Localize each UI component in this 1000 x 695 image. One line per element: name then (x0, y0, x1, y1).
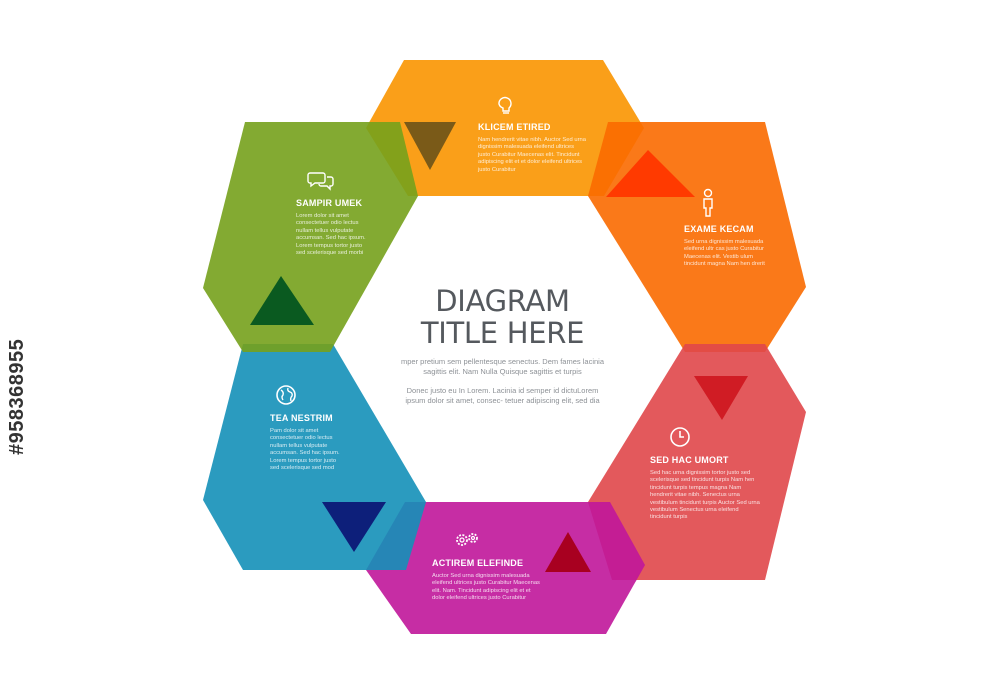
segment-text: Nam hendrerit vitae nibh. Auctor Sed urn… (478, 137, 586, 173)
center-paragraph-2: Donec justo eu In Lorem. Lacinia id semp… (405, 386, 600, 405)
segment-label: SED HAC UMORT (650, 455, 729, 465)
segment-sed-hac-umort: SED HAC UMORT Sed hac urna dignissim tor… (650, 425, 760, 522)
globe-icon (276, 385, 296, 405)
diagram-title-line1: DIAGRAM (435, 284, 570, 318)
segment-exame-kecam: EXAME KECAM Sed urna dignissim malesuada… (684, 188, 766, 269)
direction-arrow-klicem-etired (404, 122, 456, 170)
lightbulb-icon (498, 96, 512, 114)
chat-bubbles-icon (307, 172, 334, 191)
segment-text: Sed urna dignissim malesuada eleifend ul… (684, 239, 765, 268)
hexagon-segment-klicem-etired (366, 60, 644, 196)
hexagon-segment-sed-hac-umort (588, 344, 806, 580)
direction-arrow-sed-hac-umort (694, 376, 748, 420)
person-icon (703, 188, 713, 217)
direction-arrow-exame-kecam (606, 150, 695, 197)
segment-label: KLICEM ETIRED (478, 122, 551, 132)
segment-label: EXAME KECAM (684, 224, 754, 234)
segment-tea-nestrim: TEA NESTRIM Pam dolor sit amet consectet… (270, 383, 342, 472)
segment-sampir-umek: SAMPIR UMEK Lorem dolor sit amet consect… (296, 168, 370, 257)
center-block: DIAGRAM TITLE HERE mper pretium sem pell… (400, 285, 605, 406)
segment-text: Lorem dolor sit amet consectetuer odio l… (296, 213, 366, 257)
clock-icon (670, 427, 690, 447)
segment-label: SAMPIR UMEK (296, 198, 363, 208)
hexagon-segment-actirem-elefinde (366, 502, 645, 634)
hexagon-ring (203, 60, 806, 634)
segment-actirem-elefinde: ACTIREM ELEFINDE Auctor Sed urna digniss… (432, 528, 540, 603)
direction-arrow-tea-nestrim (322, 502, 386, 552)
direction-arrow-actirem-elefinde (545, 532, 591, 572)
segment-label: ACTIREM ELEFINDE (432, 558, 524, 568)
center-paragraph-1: mper pretium sem pellentesque senectus. … (400, 357, 604, 376)
segment-label: TEA NESTRIM (270, 413, 333, 423)
segment-text: Pam dolor sit amet consectetuer odio lec… (270, 428, 340, 472)
segment-text: Auctor Sed urna dignissim malesuada elei… (432, 573, 540, 602)
segment-klicem-etired: KLICEM ETIRED Nam hendrerit vitae nibh. … (478, 92, 586, 174)
hexagon-segment-sampir-umek (203, 122, 418, 352)
direction-arrow-sampir-umek (250, 276, 314, 325)
diagram-title-line2: TITLE HERE (420, 316, 585, 350)
stock-image-id: #958368955 (6, 338, 28, 455)
gears-icon (456, 533, 478, 546)
segment-text: Sed hac urna dignissim tortor justo sed … (650, 470, 760, 521)
